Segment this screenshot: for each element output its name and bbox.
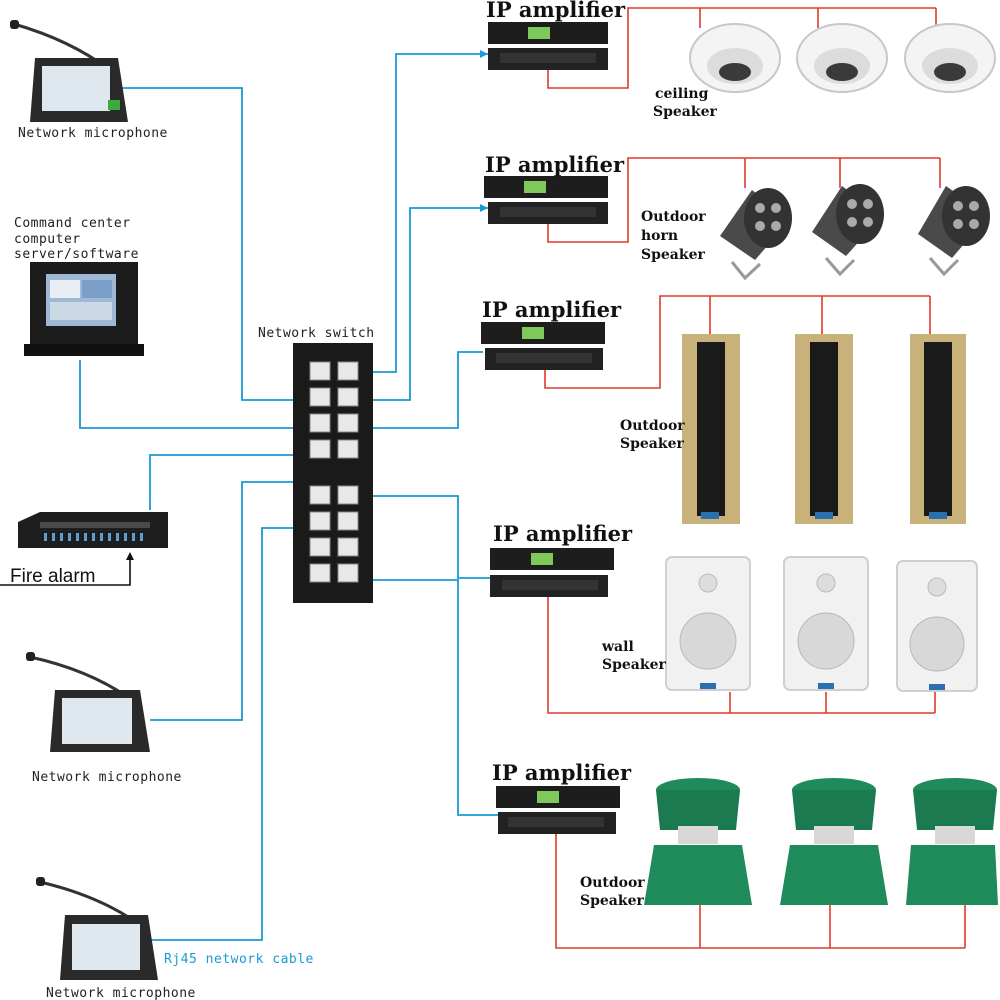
garden-speakers: [644, 778, 998, 905]
wall-speaker-1: [665, 556, 751, 691]
horn-speaker-2: [812, 184, 884, 277]
fire-alarm-device: [18, 512, 168, 548]
wire-zone3: [544, 295, 931, 389]
cable-label: Rj45 network cable: [164, 952, 314, 967]
speaker4-label-line2: Speaker: [602, 657, 666, 673]
cable-switch-to-amp4: [355, 495, 490, 579]
speaker2-label-line2: horn: [641, 228, 678, 244]
wall-speaker-2: [783, 556, 869, 691]
network-microphone-3: [36, 877, 158, 980]
ceiling-speaker-3: [904, 23, 996, 93]
horn-speaker-3: [918, 186, 990, 277]
fire-alarm-label: Fire alarm: [10, 566, 96, 587]
cable-mic3-to-switch: [150, 527, 305, 941]
garden-speaker-3: [906, 778, 998, 905]
cable-switch-to-amp1: [355, 53, 488, 373]
wall-speakers: [665, 556, 978, 692]
cable-switch-to-amp2: [355, 207, 488, 401]
speaker2-label-line3: Speaker: [641, 247, 705, 263]
wall-speaker-3: [896, 560, 978, 692]
network-cables: [79, 53, 498, 941]
speaker3-label-line1: Outdoor: [620, 418, 685, 434]
amp4-title: IP amplifier: [493, 521, 633, 546]
speaker1-label-line2: Speaker: [653, 104, 717, 120]
speaker-wires: [544, 7, 966, 949]
speaker4-label-line1: wall: [601, 639, 634, 655]
ip-amplifier-5: [496, 786, 620, 834]
garden-speaker-2: [780, 778, 888, 905]
server-label-line3: server/software: [14, 247, 139, 262]
mic2-label: Network microphone: [32, 770, 182, 785]
server-label-line1: Command center: [14, 216, 131, 231]
network-switch: [293, 343, 373, 603]
server-label-line2: computer: [14, 232, 81, 247]
amp2-title: IP amplifier: [485, 152, 625, 177]
wire-zone4: [547, 596, 936, 714]
column-speakers: [682, 334, 966, 524]
ceiling-speaker-1: [689, 23, 781, 93]
cable-switch-to-amp3: [355, 351, 483, 429]
ip-amplifier-3: [481, 322, 605, 370]
cable-server-to-switch: [79, 360, 305, 429]
speaker3-label-line2: Speaker: [620, 436, 684, 452]
speaker5-label-line2: Speaker: [580, 893, 644, 909]
cable-switch-to-amp5: [355, 579, 498, 816]
speaker5-label-line1: Outdoor: [580, 875, 645, 891]
ceiling-speaker-2: [796, 23, 888, 93]
speaker2-label-line1: Outdoor: [641, 209, 706, 225]
switch-label: Network switch: [258, 326, 375, 341]
network-microphone-2: [26, 652, 150, 752]
fire-alarm-arrow: [126, 552, 134, 560]
speaker1-label-line1: ceiling: [655, 86, 709, 102]
amp3-title: IP amplifier: [482, 297, 622, 322]
mic3-label: Network microphone: [46, 986, 196, 1000]
cable-mic1-to-switch: [120, 87, 305, 401]
ip-amplifier-1: [488, 22, 608, 70]
cable-firealarm-to-switch: [149, 454, 305, 510]
wire-zone5: [555, 833, 966, 949]
cable-mic2-to-switch: [150, 481, 305, 721]
ip-amplifier-4: [490, 548, 614, 597]
horn-speakers: [720, 184, 990, 281]
mic1-label: Network microphone: [18, 126, 168, 141]
garden-speaker-1: [644, 778, 752, 905]
command-center-server: [24, 262, 144, 356]
wire-zone2: [547, 157, 941, 243]
column-speaker-3: [910, 334, 966, 524]
column-speaker-2: [795, 334, 853, 524]
horn-speaker-1: [720, 188, 792, 281]
column-speaker-1: [682, 334, 740, 524]
wire-zone1: [547, 7, 937, 89]
network-microphone-1: [10, 20, 128, 122]
fire-alarm-line: [0, 560, 131, 586]
amp1-title: IP amplifier: [486, 0, 626, 22]
ceiling-speakers: [689, 23, 996, 93]
amp5-title: IP amplifier: [492, 760, 632, 785]
ip-amplifier-2: [484, 176, 608, 224]
